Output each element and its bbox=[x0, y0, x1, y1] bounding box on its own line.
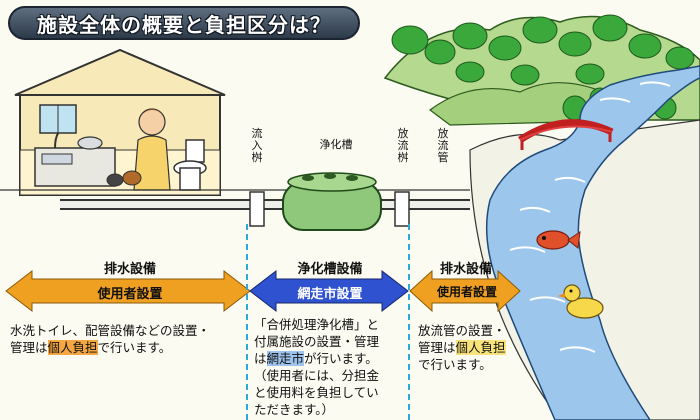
center-desc-line2: 付属施設の設置・管理 bbox=[254, 334, 380, 349]
user-install-arrow-right bbox=[409, 269, 521, 313]
right-section-title: 排水設備 bbox=[439, 262, 492, 277]
right-desc-line1: 放流管の設置・ bbox=[418, 323, 506, 338]
right-highlight: 個人負担 bbox=[455, 340, 506, 355]
center-arrow-label: 網走市設置 bbox=[297, 287, 363, 302]
center-desc-line5: と使用料を負担してい bbox=[254, 385, 379, 400]
left-desc-line2: 管理は個人負担で行います。 bbox=[10, 340, 172, 355]
center-desc-line4: （使用者には、分担金 bbox=[254, 368, 380, 383]
fish bbox=[536, 230, 581, 250]
left-section-title: 排水設備 bbox=[103, 262, 156, 277]
inlet-box bbox=[249, 191, 265, 227]
center-desc-line6: ただきます。） bbox=[254, 402, 335, 417]
left-description: 水洗トイレ、配管設備などの設置・ 管理は個人負担で行います。 bbox=[10, 322, 246, 356]
duck bbox=[558, 284, 604, 319]
center-highlight: 網走市 bbox=[266, 351, 305, 366]
right-desc-line2: 管理は個人負担 bbox=[418, 340, 506, 355]
discharge-pipe-label: 放流管 bbox=[437, 127, 449, 164]
inlet-label: 流入桝 bbox=[251, 127, 263, 164]
center-desc-line1: 「合併処理浄化槽」と bbox=[254, 317, 380, 332]
outlet-box bbox=[394, 191, 410, 227]
center-desc-line3: は網走市が行います。 bbox=[254, 351, 378, 366]
right-description: 放流管の設置・ 管理は個人負担 で行います。 bbox=[418, 322, 558, 373]
boundary-right bbox=[408, 224, 410, 420]
septic-tank bbox=[282, 172, 382, 231]
house bbox=[14, 48, 226, 196]
river-ripples bbox=[509, 81, 671, 353]
title-banner: 施設全体の概要と負担区分は？ bbox=[8, 6, 360, 40]
left-desc-line1: 水洗トイレ、配管設備などの設置・ bbox=[10, 323, 211, 338]
left-arrow-label: 使用者設置 bbox=[97, 287, 163, 302]
page-title: 施設全体の概要と負担区分は？ bbox=[37, 12, 331, 37]
right-desc-line3: で行います。 bbox=[418, 357, 492, 372]
center-section-title: 浄化槽設備 bbox=[297, 262, 363, 277]
center-description: 「合併処理浄化槽」と 付属施設の設置・管理 は網走市が行います。 （使用者には、… bbox=[254, 316, 406, 418]
outlet-label: 放流桝 bbox=[397, 127, 409, 164]
bridge bbox=[518, 119, 614, 150]
right-arrow-label: 使用者設置 bbox=[436, 285, 497, 299]
left-highlight: 個人負担 bbox=[47, 340, 98, 355]
boundary-left bbox=[246, 224, 248, 420]
tank-label: 浄化槽 bbox=[319, 138, 353, 151]
